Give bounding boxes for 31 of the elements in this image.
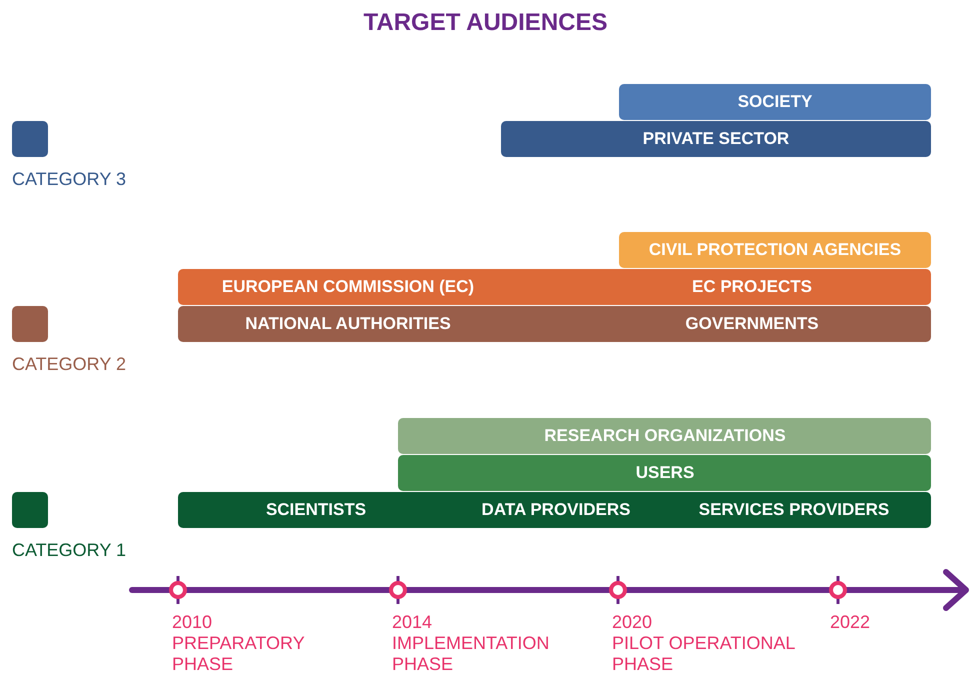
audience-label: NATIONAL AUTHORITIES — [245, 314, 451, 334]
phase-label: PREPARATORY PHASE — [172, 633, 306, 675]
audience-label: USERS — [636, 463, 694, 483]
audience-label: EC PROJECTS — [692, 277, 812, 297]
audience-bar — [178, 269, 931, 305]
audience-bar — [178, 306, 931, 342]
audience-label: SOCIETY — [738, 92, 812, 112]
audience-bar — [398, 418, 931, 454]
year-label: 2022 — [830, 612, 872, 633]
title: TARGET AUDIENCES — [362, 8, 608, 38]
audience-bar — [619, 232, 931, 268]
audience-label: SERVICES PROVIDERS — [698, 500, 890, 520]
audience-bar — [398, 455, 931, 491]
phase-label: IMPLEMENTATION PHASE — [392, 633, 550, 675]
phase-label: PILOT OPERATIONAL PHASE — [612, 633, 796, 675]
audience-label: DATA PROVIDERS — [482, 500, 630, 520]
audience-label: SCIENTISTS — [266, 500, 366, 520]
audience-label: PRIVATE SECTOR — [642, 129, 790, 149]
audience-label: GOVERNMENTS — [685, 314, 819, 334]
year-label: 2020 — [612, 612, 654, 633]
audience-label: CIVIL PROTECTION AGENCIES — [648, 240, 902, 260]
audience-label: RESEARCH ORGANIZATIONS — [544, 426, 786, 446]
legend-label: CATEGORY 3 — [12, 168, 126, 191]
audience-bar — [178, 492, 931, 528]
legend-label: CATEGORY 1 — [12, 539, 126, 562]
year-label: 2010 — [172, 612, 214, 633]
audience-label: EUROPEAN COMMISSION (EC) — [222, 277, 474, 297]
legend-label: CATEGORY 2 — [12, 353, 126, 376]
audience-bar — [501, 121, 931, 157]
year-label: 2014 — [392, 612, 434, 633]
audience-bar — [619, 84, 931, 120]
